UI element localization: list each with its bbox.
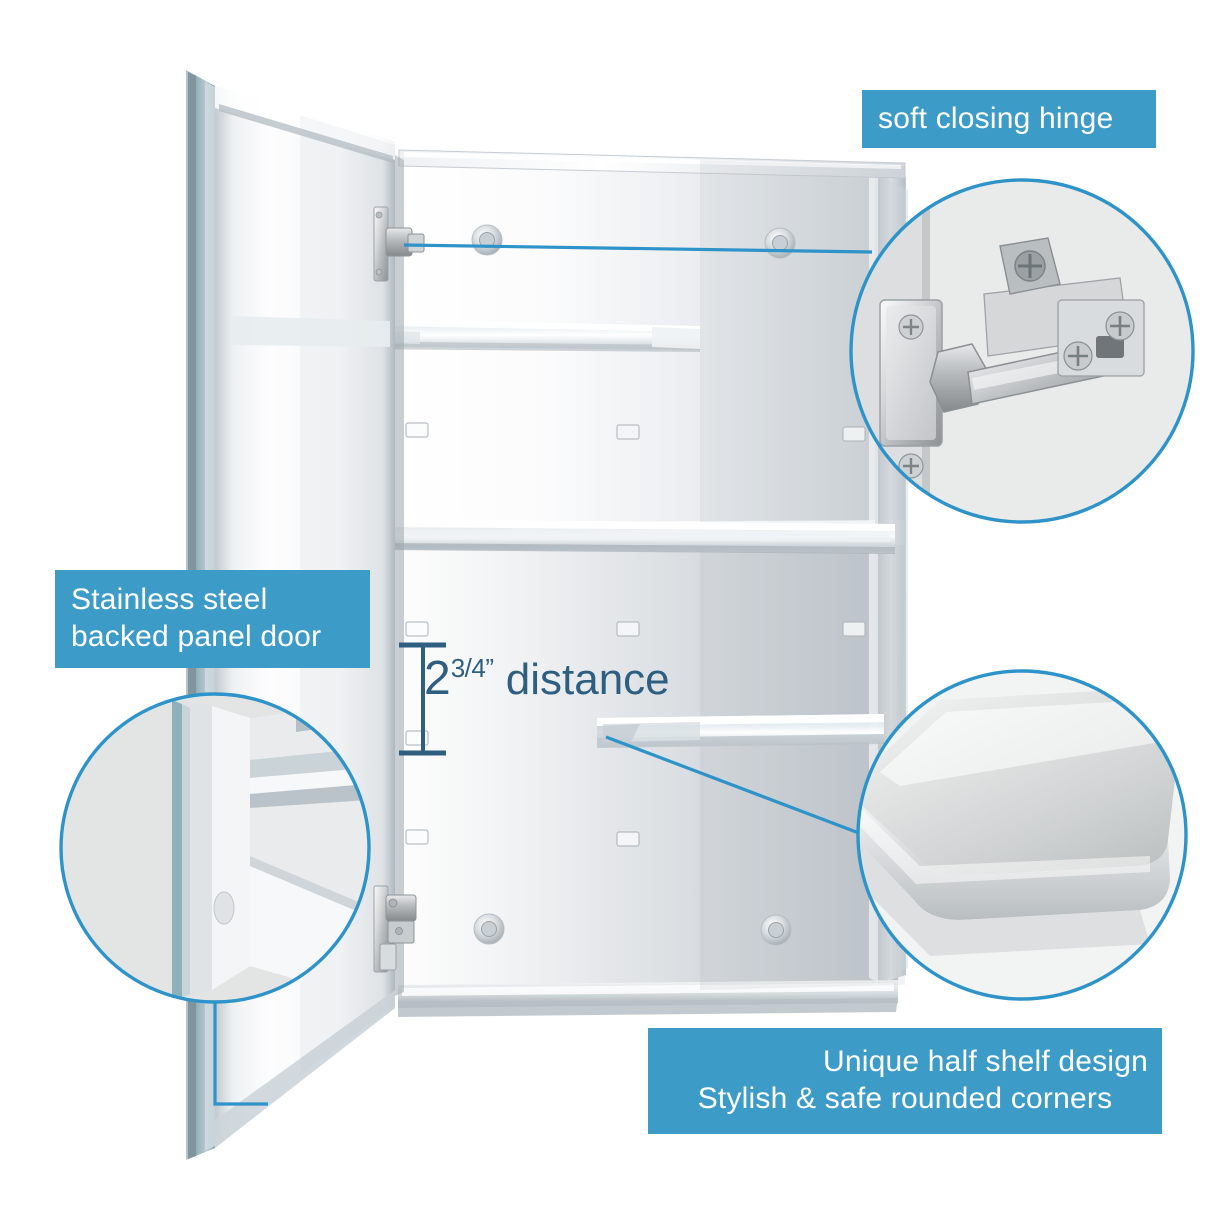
- shelf-pin-clip: [405, 422, 429, 438]
- callout-door-line-2: backed panel door: [71, 620, 322, 653]
- dimension-annotation: 23/4” distance: [424, 655, 670, 703]
- bottom-hinge: [373, 885, 417, 973]
- door-panel-detail-circle: [59, 692, 371, 1004]
- cabinet-left-inner-edge: [395, 155, 404, 996]
- rounded-corner-detail-circle: [856, 669, 1188, 1001]
- cabinet-bottom-lip: [402, 983, 894, 996]
- middle-stainless-shelf: [383, 519, 895, 554]
- callout-stainless-steel-backed-panel-door: Stainless steel backed panel door: [55, 570, 370, 668]
- dimension-bracket: [399, 642, 446, 756]
- shelf-corner-leader-line: [605, 735, 873, 840]
- door-top-bevel: [215, 86, 395, 160]
- mounting-screw: [764, 227, 796, 259]
- door-shelf-lip: [232, 316, 390, 347]
- door-top-edge-line: [219, 104, 393, 163]
- door-panel-leader-line: [213, 1000, 268, 1106]
- shelf-pin-clip: [616, 424, 640, 440]
- dimension-unit-inch: ”: [485, 653, 494, 683]
- shelf-pin-clip: [405, 621, 429, 637]
- top-hinge: [373, 206, 425, 282]
- dimension-whole-number: 2: [424, 652, 451, 705]
- callout-soft-closing-hinge: soft closing hinge: [862, 90, 1156, 148]
- mounting-screw: [471, 224, 503, 256]
- lower-half-glass-shelf: [597, 714, 884, 748]
- callout-shelf-line-1: Unique half shelf design: [822, 1045, 1148, 1079]
- dimension-word: [494, 655, 506, 704]
- mounting-screw: [760, 914, 792, 946]
- callout-shelf-line-2: Stylish & safe rounded corners: [697, 1082, 1113, 1115]
- shelf-pin-clip: [842, 621, 866, 637]
- callout-door-line-1: Stainless steel: [71, 583, 268, 617]
- callout-unique-half-shelf-design: Unique half shelf design Stylish & safe …: [648, 1028, 1162, 1134]
- callout-hinge-line-1: soft closing hinge: [878, 101, 1114, 135]
- shelf-pin-clip: [616, 831, 640, 847]
- cabinet-top-highlight: [404, 152, 901, 169]
- cabinet-bottom-shadow: [398, 998, 898, 1017]
- mounting-screw: [473, 913, 505, 945]
- shelf-pin-clip: [616, 621, 640, 637]
- dimension-fraction: 3/4: [450, 653, 486, 683]
- hinge-detail-circle: [849, 178, 1195, 524]
- cabinet-interior-lower: [399, 545, 905, 990]
- hinge-leader-line: [403, 243, 873, 254]
- shelf-pin-clip: [842, 426, 866, 442]
- door-bottom-bevel: [215, 990, 395, 1148]
- dimension-word-distance: distance: [505, 655, 670, 704]
- leader-lines: [213, 243, 873, 1106]
- shelf-pin-clip: [405, 829, 429, 845]
- mounting-screws: [471, 224, 796, 946]
